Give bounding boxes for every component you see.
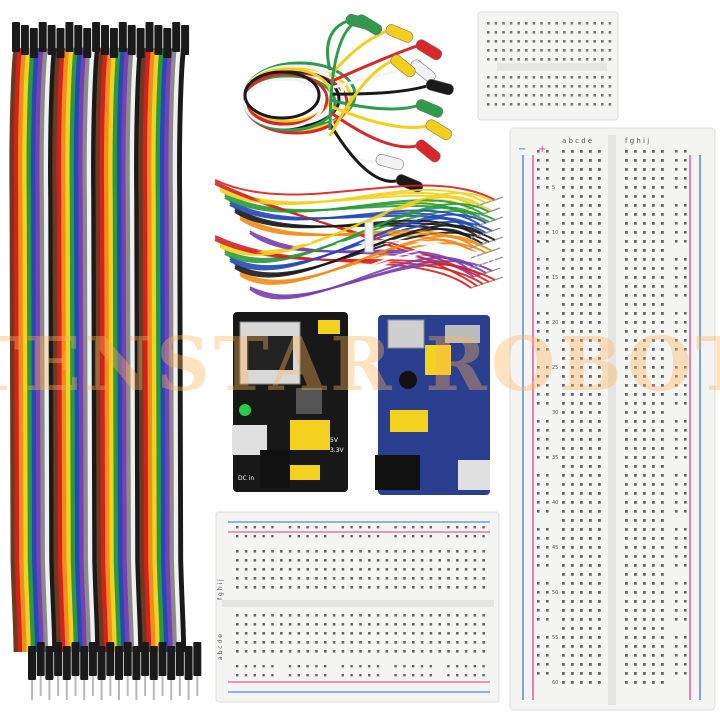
row-letters-right: f g h i j <box>625 137 649 145</box>
dupont-ribbon-icon <box>9 22 202 700</box>
minus-label: − <box>518 144 526 155</box>
row-number: 55 <box>552 635 558 641</box>
plus-label: + <box>538 144 546 155</box>
row-number: 45 <box>552 545 558 551</box>
row-number: 5 <box>552 185 555 191</box>
row-number: 35 <box>552 455 558 461</box>
row-number: 60 <box>552 680 558 686</box>
row-letters-left: a b c d e <box>562 137 592 145</box>
silk-3v3: 3.3V <box>330 447 345 454</box>
row-number: 40 <box>552 500 558 506</box>
power-module-icon: 5V 3.3V DC in <box>232 312 348 492</box>
breadboard-icon: a b c d e f g h i j 5 10 15 20 25 30 35 40 45 50 55 6… <box>509 127 716 711</box>
row-number: 15 <box>552 275 558 281</box>
silk-dcin: DC in <box>238 475 254 482</box>
row-number: 10 <box>552 230 558 236</box>
row-letters-bottom: a b c d e <box>217 634 224 660</box>
row-number: 25 <box>552 365 558 371</box>
power-module-blue <box>375 315 490 495</box>
breadboard-horizontal: f g h i j a b c d e <box>215 511 500 703</box>
row-number: 50 <box>552 590 558 596</box>
alligator-clip-icon <box>243 13 454 193</box>
row-number: 30 <box>552 410 558 416</box>
mini-breadboard <box>477 11 619 121</box>
row-letters-top: f g h i j <box>217 579 224 600</box>
jumper-wire-icon <box>214 179 504 300</box>
silk-5v: 5V <box>330 437 339 444</box>
row-number: 20 <box>552 320 558 326</box>
